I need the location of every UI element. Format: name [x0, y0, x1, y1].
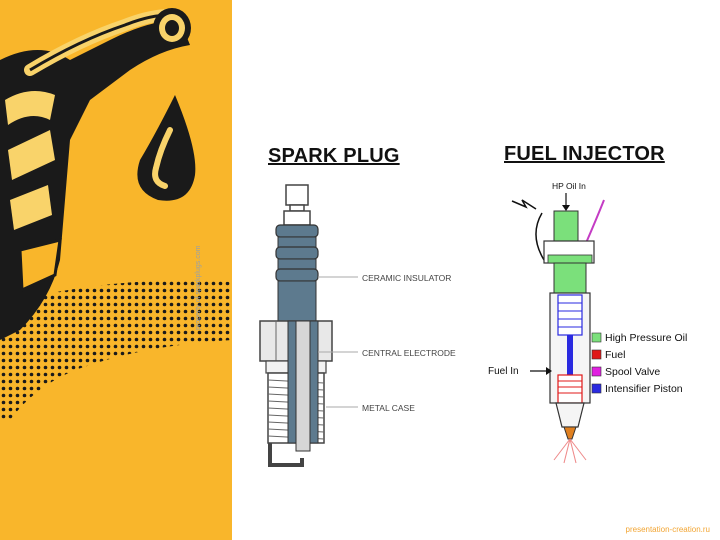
fuel-injector-title: FUEL INJECTOR [504, 143, 665, 165]
fuel-drop-icon [137, 95, 196, 201]
legend-label-intensifier-piston: Intensifier Piston [605, 383, 683, 395]
decorative-yellow-panel [0, 0, 232, 540]
injector-body [543, 210, 595, 440]
label-hp-oil-in: HP Oil In [552, 181, 586, 191]
label-central-electrode: CENTRAL ELECTRODE [362, 348, 456, 358]
central-electrode [295, 320, 311, 452]
legend-label-spool-valve: Spool Valve [605, 366, 660, 378]
footer-credit: presentation-creation.ru [625, 525, 711, 534]
legend-swatch-high-pressure-oil [591, 332, 602, 343]
fuel-injector-diagram: HP Oil In [488, 181, 687, 464]
fuel-nozzle-illustration [0, 8, 232, 420]
label-fuel-in: Fuel In [488, 366, 519, 377]
label-metal-case: METAL CASE [362, 403, 415, 413]
injector-legend: High Pressure Oil Fuel Spool Valve Inten… [591, 332, 687, 395]
ground-electrode [268, 443, 304, 467]
electric-bolt-icon [511, 199, 537, 210]
ceramic-insulator [275, 224, 319, 322]
legend-swatch-spool-valve [591, 366, 602, 377]
spark-plug-credit: property of sparkplugs.com [195, 245, 202, 330]
terminal-nut [285, 184, 309, 206]
legend-swatch-fuel [591, 349, 602, 360]
metal-case [259, 320, 333, 452]
spark-plug-diagram: CERAMIC INSULATOR CENTRAL ELECTRODE META… [259, 184, 456, 467]
label-ceramic-insulator: CERAMIC INSULATOR [362, 273, 451, 283]
spark-plug-title: SPARK PLUG [268, 145, 400, 167]
legend-label-fuel: Fuel [605, 349, 625, 361]
legend-label-high-pressure-oil: High Pressure Oil [605, 332, 687, 344]
legend-swatch-intensifier-piston [591, 383, 602, 394]
fuel-spray [553, 438, 587, 464]
halftone-dots [0, 280, 232, 420]
